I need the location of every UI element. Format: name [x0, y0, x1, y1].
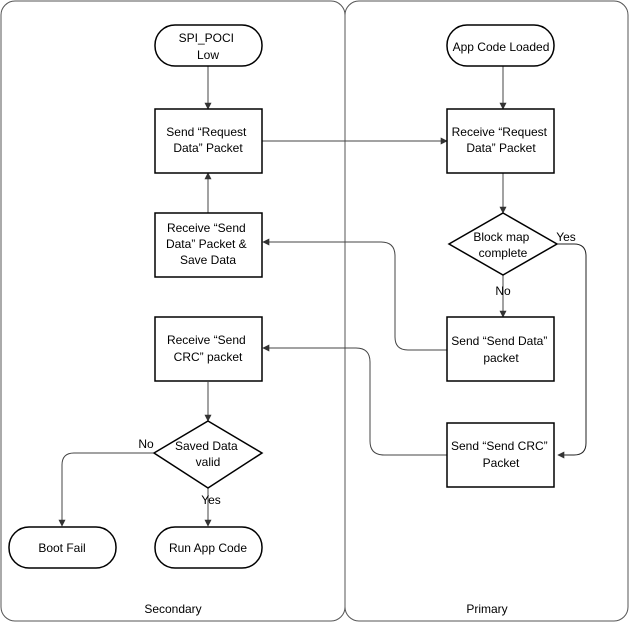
decision-saved-data-valid-label: Saved Data valid [175, 439, 241, 469]
label-yes-secondary: Yes [201, 493, 221, 507]
terminal-run-app-code [154, 526, 263, 569]
process-receive-send-data [154, 212, 263, 278]
label-yes-primary: Yes [556, 230, 576, 244]
process-send-request-data-label: Send “Request Data” Packet [166, 125, 249, 155]
process-receive-send-crc-label: Receive “Send CRC” packet [167, 333, 249, 364]
terminal-spi-poci-low [154, 24, 263, 67]
process-receive-send-data-label: Receive “Send Data” Packet & Save Data [166, 221, 250, 267]
lane-label-primary: Primary [466, 602, 507, 616]
connector-decision-no-to-boot-fail [58, 452, 154, 527]
process-receive-request-data-label: Receive “Request Data” Packet [452, 125, 551, 155]
terminal-app-code-loaded [446, 24, 555, 67]
process-send-send-data [446, 316, 555, 382]
lane-label-secondary: Secondary [144, 602, 201, 616]
process-receive-send-crc [154, 316, 263, 382]
decision-block-map-complete-label: Block map complete [473, 230, 532, 260]
process-send-send-data-label: Send “Send Data” packet [451, 334, 550, 365]
decision-saved-data-valid [152, 420, 264, 489]
label-no-secondary: No [138, 437, 154, 451]
label-no-primary: No [495, 284, 511, 298]
connector-send-crc-to-receive-crc [262, 344, 447, 456]
terminal-run-app-code-label: Run App Code [169, 541, 247, 555]
terminal-boot-fail-label: Boot Fail [38, 541, 85, 555]
decision-block-map-complete [447, 212, 559, 276]
terminal-boot-fail [8, 526, 117, 569]
process-send-request-data [154, 108, 263, 174]
process-send-send-crc [446, 422, 555, 488]
terminal-app-code-loaded-label: App Code Loaded [453, 40, 550, 54]
process-receive-request-data [446, 108, 555, 174]
connector-decision-yes-to-send-crc [557, 243, 587, 459]
process-send-send-crc-label: Send “Send CRC” Packet [451, 439, 551, 470]
connector-send-data-to-receive-data [262, 238, 447, 351]
terminal-spi-poci-low-label: SPI_POCI Low [179, 31, 238, 62]
lane-primary [344, 0, 629, 622]
